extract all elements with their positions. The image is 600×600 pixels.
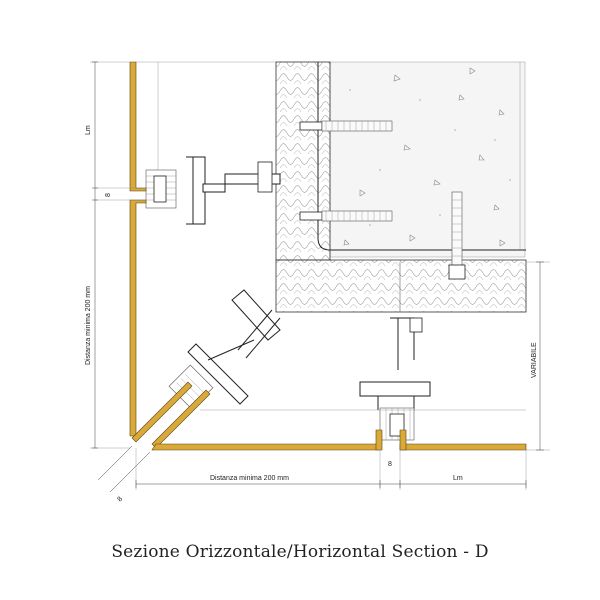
cladding-panels <box>129 61 527 451</box>
panel-return-left <box>375 429 383 451</box>
anchor-bolt-vertical <box>448 191 466 280</box>
bracket-lower <box>359 317 431 441</box>
insulation-horizontal <box>275 259 527 313</box>
panel-left-lower <box>129 199 147 437</box>
section-drawing: Lm 8 Distanza minima 200 mm Distanza min… <box>85 61 550 504</box>
panel-bottom-left <box>151 443 381 451</box>
concrete-wall <box>329 61 526 258</box>
dim-right-vertical: VARIABILE <box>531 342 538 378</box>
dimension-lines <box>92 61 544 493</box>
caption: Sezione Orizzontale/Horizontal Section -… <box>111 542 489 562</box>
dim-left-top: Lm <box>85 125 92 135</box>
anchor-bolt-top <box>299 120 393 132</box>
bracket-upper <box>145 156 281 225</box>
panel-bottom-right <box>399 443 527 451</box>
insulation-vertical <box>275 61 331 261</box>
dim-diagonal-gap: 8 <box>116 496 124 504</box>
dim-bottom-gap: 8 <box>388 461 392 468</box>
panel-return-right <box>399 429 407 451</box>
panel-diagonal-b <box>151 389 211 449</box>
dim-bottom-horizontal: Distanza minima 200 mm <box>210 475 289 482</box>
panel-left-upper <box>129 61 147 192</box>
anchor-bolt-middle <box>299 210 393 222</box>
panel-diagonal-a <box>131 381 193 443</box>
dim-left-vertical: Distanza minima 200 mm <box>85 286 92 365</box>
dim-bottom-right: Lm <box>453 475 463 482</box>
dim-left-gap: 8 <box>105 193 112 197</box>
